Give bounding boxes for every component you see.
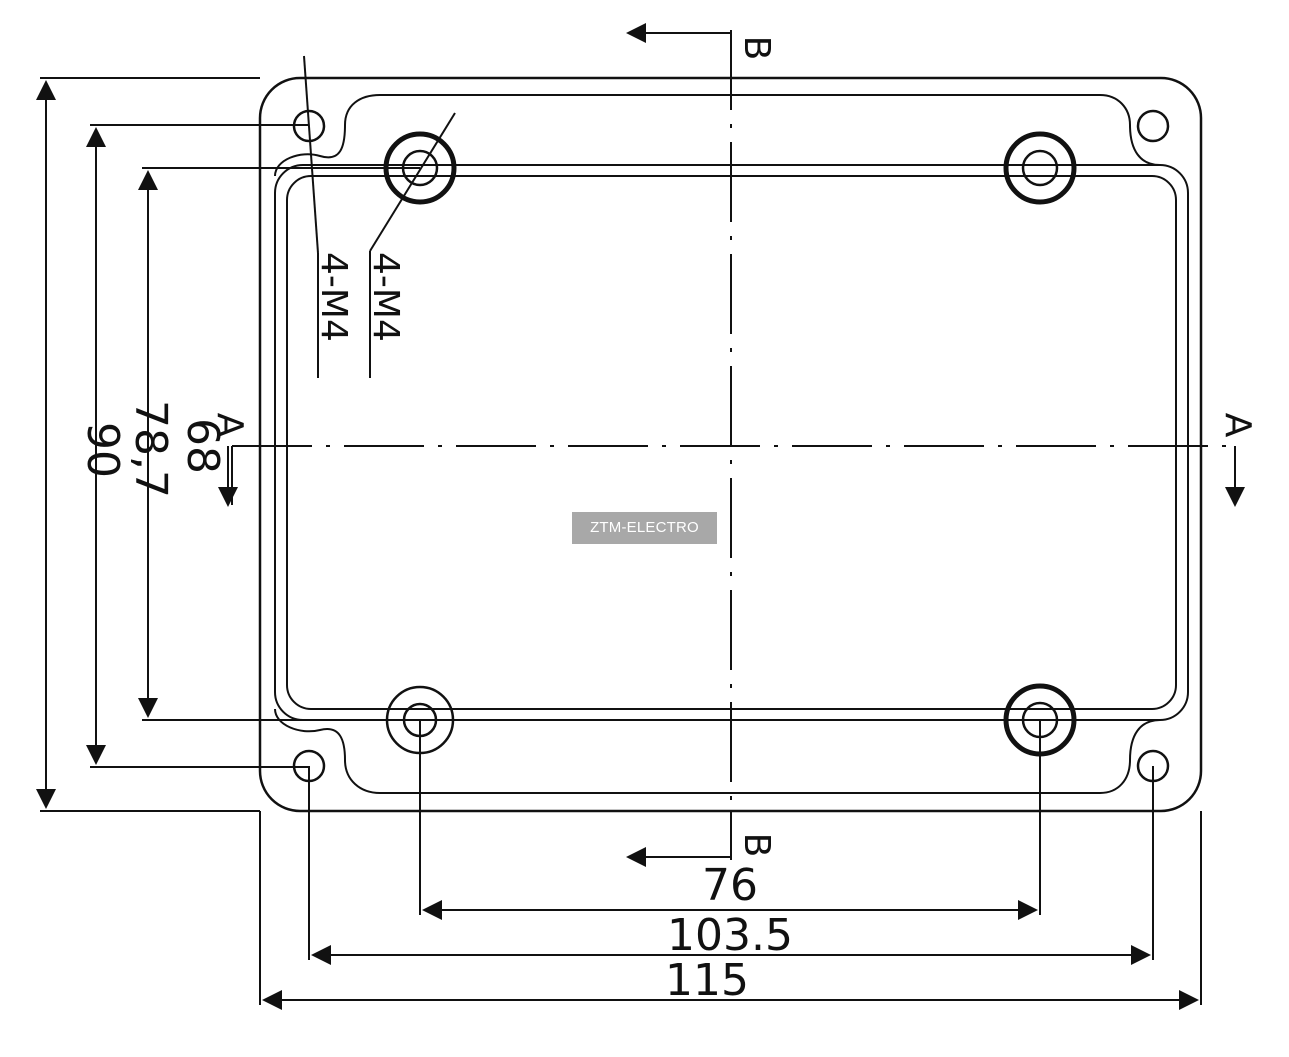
leader-line-2 <box>369 112 456 252</box>
dim-width-mount-label: 103.5 <box>667 910 793 961</box>
dim-width-overall-label: 115 <box>665 955 749 1006</box>
bottom-notch <box>274 708 1161 794</box>
section-b-bottom-label: B <box>736 833 777 858</box>
thread-callout-2: 4-M4 <box>365 252 406 342</box>
dim-height-overall-label: 90 <box>77 422 128 478</box>
top-left-notch <box>274 94 1161 177</box>
watermark-badge: ZTM-ELECTRO <box>572 512 717 544</box>
screw-boss-top-right-inner <box>1021 149 1059 187</box>
mount-hole-top-right <box>1136 109 1170 143</box>
dim-width-boss-label: 76 <box>702 860 758 911</box>
thread-callout-1: 4-M4 <box>313 252 354 342</box>
leader-line-1 <box>303 55 319 254</box>
section-a-left-label: A <box>209 413 250 438</box>
dim-height-boss-label: 68 <box>177 418 228 474</box>
section-b-top-label: B <box>736 36 777 61</box>
screw-boss-top-right-outer <box>1003 131 1077 205</box>
section-a-right-label: A <box>1217 413 1258 438</box>
dim-height-mount-label: 78,7 <box>125 400 176 498</box>
